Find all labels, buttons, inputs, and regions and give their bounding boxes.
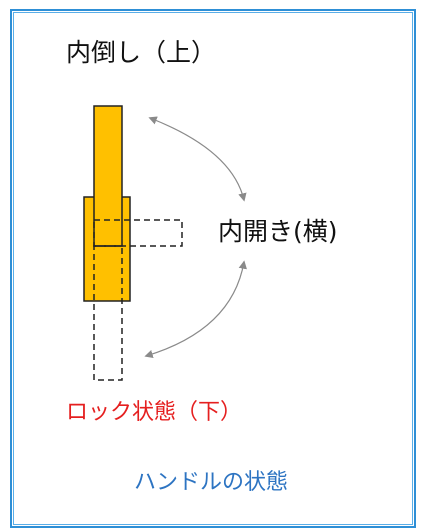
handle-up-position — [93, 105, 123, 247]
rotation-arrow-lower — [144, 260, 247, 359]
inner-frame — [13, 12, 413, 525]
rotation-arrow-upper — [148, 116, 247, 202]
inward-open-side-label: 内開き(横) — [218, 217, 338, 246]
handle-down-position — [93, 245, 123, 381]
handle-state-caption: ハンドルの状態 — [134, 470, 289, 495]
handle-side-position — [93, 219, 183, 247]
inward-tilt-up-label: 内倒し（上） — [66, 38, 217, 67]
locked-down-label: ロック状態（下） — [66, 400, 243, 425]
